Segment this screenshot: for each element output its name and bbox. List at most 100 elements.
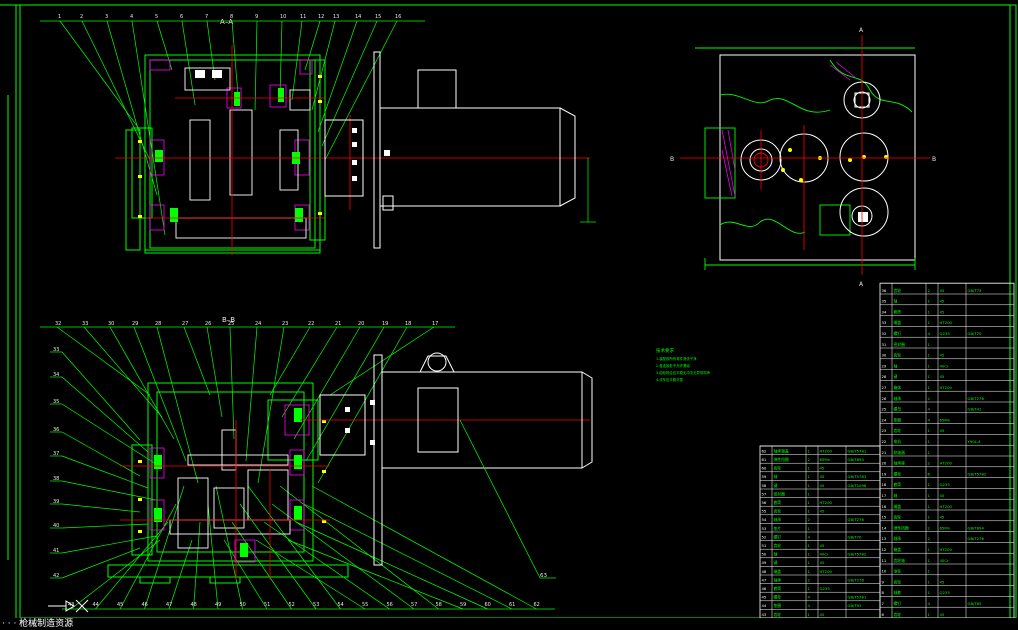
table-cell: 1 — [808, 612, 811, 617]
table-cell: 2 — [928, 536, 931, 541]
table-cell: 箱体 — [894, 385, 902, 390]
table-cell: 轴承 — [774, 577, 782, 582]
balloon-label: 8 — [230, 14, 233, 20]
table-cell: 键 — [894, 374, 898, 379]
section-marker-b-right: B — [932, 156, 936, 163]
table-cell: GB/T93 — [848, 603, 863, 608]
balloon-label: 61 — [509, 602, 515, 608]
balloon-label: 51 — [264, 602, 270, 608]
section-marker-a-bottom: A — [859, 281, 864, 288]
table-cell: 10 — [882, 569, 887, 574]
table-cell: 垫圈 — [894, 417, 902, 422]
balloon-label: 20 — [358, 321, 364, 327]
table-cell: 1 — [808, 466, 811, 471]
section-marker-b-left: B — [670, 156, 674, 163]
balloon-label: 46 — [142, 602, 148, 608]
table-cell: 6 — [882, 612, 885, 617]
balloon-label: 23 — [282, 321, 288, 327]
balloon-label: 63 — [540, 573, 547, 579]
balloon-label: 1 — [58, 14, 61, 20]
table-cell: 19 — [882, 471, 887, 476]
table-cell: 30 — [882, 353, 887, 358]
table-cell: 1 — [928, 353, 931, 358]
table-cell: 4 — [928, 601, 931, 606]
table-cell: Q235 — [940, 482, 951, 487]
table-cell: 套筒 — [774, 500, 782, 505]
table-cell: 联轴器 — [894, 450, 906, 455]
balloon-label: 56 — [387, 602, 393, 608]
table-cell: 1 — [928, 450, 931, 455]
table-cell: 1 — [808, 560, 811, 565]
section-marker-a-top: A — [859, 27, 864, 34]
balloon-label: 30 — [108, 321, 114, 327]
balloon-label: 37 — [53, 451, 59, 457]
table-cell: Q235 — [820, 586, 831, 591]
table-cell: 65Mn — [940, 525, 951, 530]
table-cell: 轴 — [774, 474, 778, 479]
table-cell: HT200 — [820, 448, 833, 453]
balloon-label: 14 — [355, 14, 361, 20]
table-cell: 1 — [928, 590, 931, 595]
table-cell: 31 — [882, 342, 887, 347]
ucs-icon — [46, 596, 92, 616]
balloon-label: 25 — [228, 321, 234, 327]
table-cell: 47 — [762, 577, 767, 582]
table-cell: 62 — [762, 448, 767, 453]
balloon-label: 4 — [130, 14, 133, 20]
balloon-label: 45 — [117, 602, 123, 608]
balloon-label: 9 — [255, 14, 258, 20]
table-cell: 齿轮轴 — [894, 558, 906, 563]
table-cell: 25 — [882, 407, 887, 412]
table-cell: 50 — [762, 552, 767, 557]
table-cell: 61 — [762, 457, 767, 462]
table-cell: 齿轮 — [774, 509, 782, 514]
balloon-label: 29 — [132, 321, 138, 327]
balloon-label: 38 — [53, 476, 59, 482]
table-cell: 螺母 — [894, 407, 902, 412]
table-cell: 1 — [808, 552, 811, 557]
balloon-label: 52 — [289, 602, 295, 608]
table-cell: 16 — [882, 504, 887, 509]
table-cell: 58 — [762, 483, 767, 488]
table-cell: 轴 — [774, 552, 778, 557]
table-cell: 35 — [882, 299, 887, 304]
table-cell: 1 — [808, 543, 811, 548]
table-cell: 端盖 — [774, 569, 782, 574]
table-cell: 1 — [928, 439, 931, 444]
section-label-aa: A–A — [220, 18, 233, 26]
table-cell: 40Cr — [940, 363, 949, 368]
tech-note-line: 2.各连接处不允许漏油 — [656, 363, 690, 368]
table-cell: 2 — [808, 577, 811, 582]
balloon-label: 26 — [205, 321, 211, 327]
table-cell: 箱盖 — [894, 547, 902, 552]
balloon-label: 42 — [53, 573, 59, 579]
balloon-label: 54 — [338, 602, 344, 608]
table-cell: 轴 — [894, 493, 898, 498]
table-cell: 1 — [928, 299, 931, 304]
table-cell: 油标 — [894, 569, 902, 574]
balloon-label: 3 — [105, 14, 108, 20]
balloon-label: 33 — [53, 347, 59, 353]
balloon-label: 16 — [395, 14, 401, 20]
table-cell: 1 — [928, 558, 931, 563]
tech-note-line: 4.试车应平稳可靠 — [656, 377, 684, 382]
table-cell: 45 — [940, 493, 945, 498]
balloon-label: 44 — [93, 602, 99, 608]
balloon-label: 6 — [180, 14, 183, 20]
table-cell: 12 — [882, 547, 887, 552]
table-cell: 45 — [940, 299, 945, 304]
table-cell: 4 — [808, 534, 811, 539]
table-cell: 1 — [808, 509, 811, 514]
table-cell: 52 — [762, 534, 767, 539]
table-cell: 36 — [882, 288, 887, 293]
balloon-label: 58 — [436, 602, 442, 608]
table-cell: 键 — [774, 483, 778, 488]
table-cell: HT200 — [820, 500, 833, 505]
table-cell: 1 — [928, 569, 931, 574]
table-cell: 1 — [928, 363, 931, 368]
table-cell: 57 — [762, 491, 767, 496]
table-cell: 21 — [882, 450, 887, 455]
table-cell: 45 — [820, 509, 825, 514]
